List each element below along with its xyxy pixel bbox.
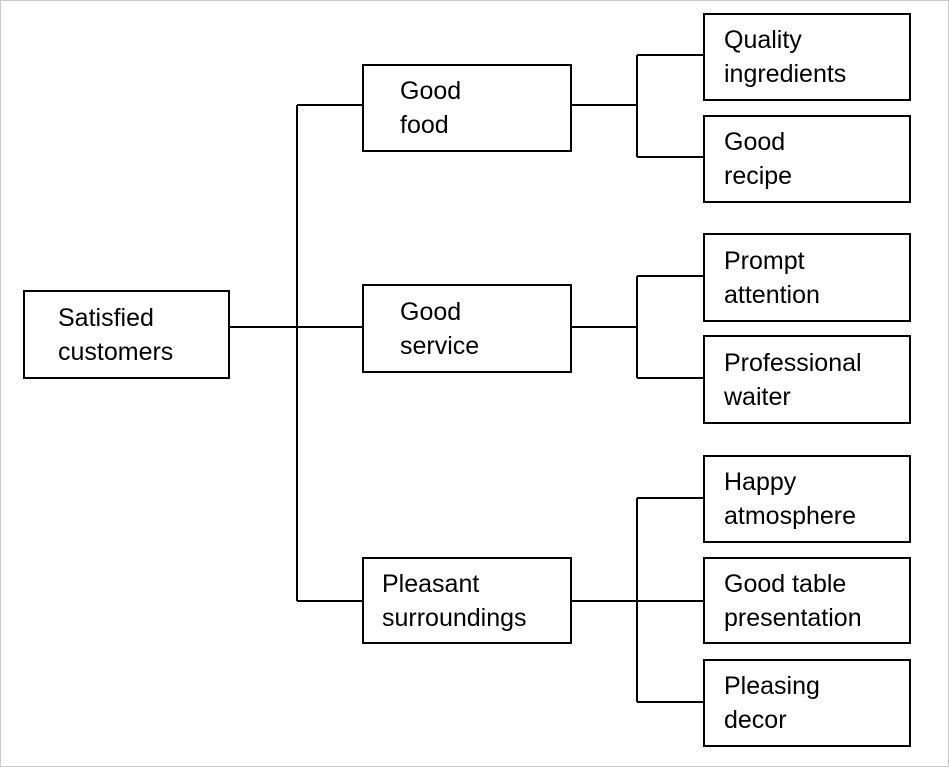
node-label: Good service bbox=[400, 297, 480, 360]
node-quality-ingredients: Quality ingredients bbox=[703, 13, 911, 101]
node-good-recipe: Good recipe bbox=[703, 115, 911, 203]
node-professional-waiter: Professional waiter bbox=[703, 335, 911, 424]
node-pleasing-decor: Pleasing decor bbox=[703, 659, 911, 747]
node-label: Professional waiter bbox=[724, 348, 862, 411]
node-label: Pleasing decor bbox=[724, 672, 820, 734]
node-label: Quality ingredients bbox=[724, 26, 847, 88]
node-label: Prompt attention bbox=[724, 246, 820, 309]
node-prompt-attention: Prompt attention bbox=[703, 233, 911, 322]
node-pleasant-surroundings: Pleasant surroundings bbox=[362, 557, 572, 644]
node-good-table-presentation: Good table presentation bbox=[703, 557, 911, 644]
node-happy-atmosphere: Happy atmosphere bbox=[703, 455, 911, 543]
node-good-service: Good service bbox=[362, 284, 572, 373]
node-satisfied-customers: Satisfied customers bbox=[23, 290, 230, 379]
node-label: Satisfied customers bbox=[58, 303, 174, 366]
node-label: Pleasant surroundings bbox=[382, 569, 527, 632]
node-label: Happy atmosphere bbox=[724, 468, 857, 530]
node-label: Good table presentation bbox=[724, 569, 862, 632]
node-label: Good food bbox=[400, 77, 462, 139]
node-good-food: Good food bbox=[362, 64, 572, 152]
node-label: Good recipe bbox=[724, 128, 793, 190]
